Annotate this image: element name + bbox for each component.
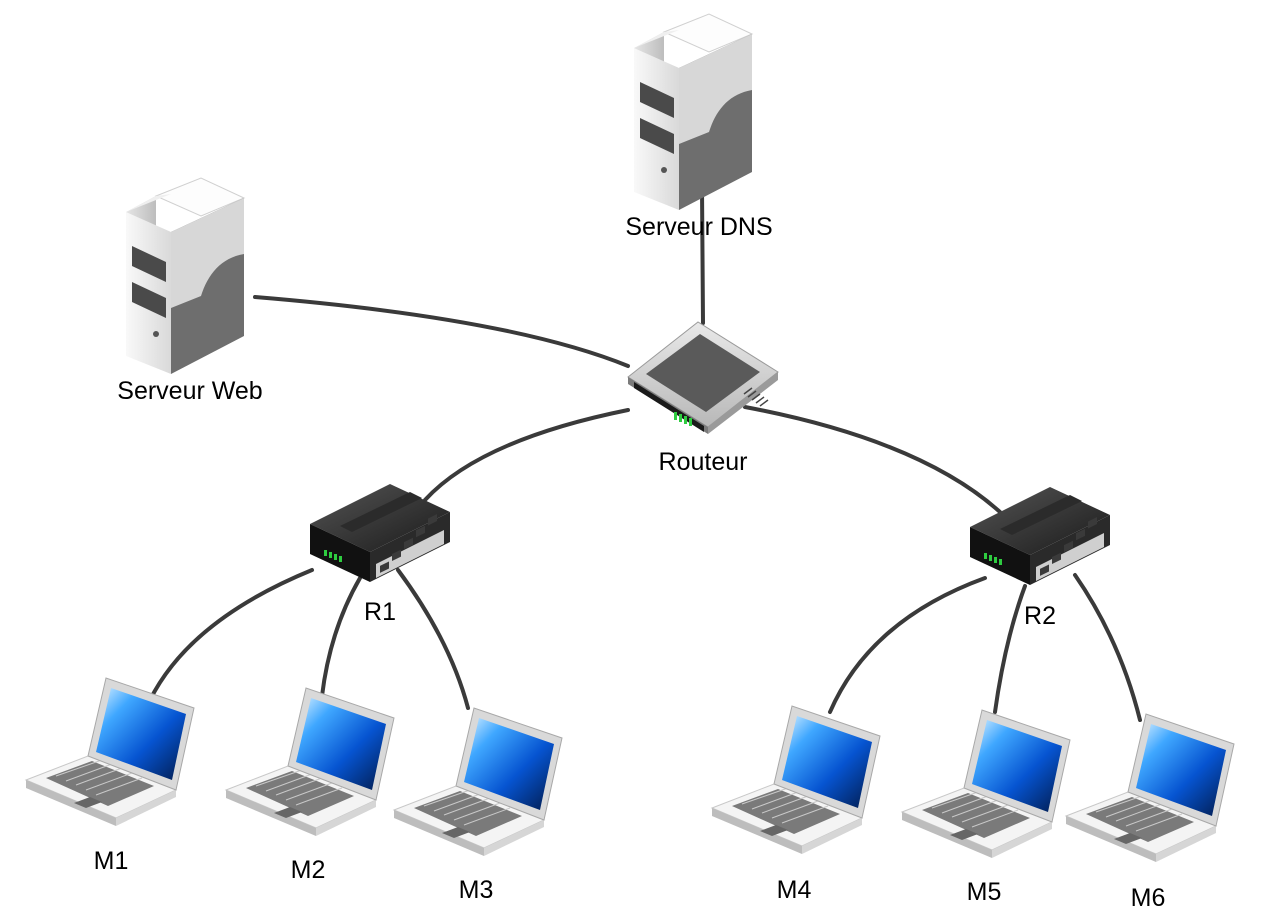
laptop-m5-icon — [901, 709, 1071, 859]
label-router: Routeur — [658, 448, 748, 476]
label-dns-server: Serveur DNS — [625, 213, 773, 241]
link-router-r2 — [743, 405, 1002, 514]
label-m3: M3 — [458, 876, 494, 904]
link-r2-m5 — [993, 584, 1027, 714]
laptop-m4-icon — [711, 705, 881, 855]
link-dns-router — [700, 186, 705, 325]
switch-r1-icon — [310, 484, 450, 582]
link-r1-m1 — [148, 568, 314, 702]
link-web-router — [253, 295, 630, 368]
label-switch-r1: R1 — [364, 598, 396, 626]
laptop-m3-icon — [393, 707, 563, 857]
label-m6: M6 — [1130, 884, 1166, 912]
web-server-icon — [125, 177, 245, 375]
label-web-server: Serveur Web — [117, 377, 263, 405]
label-m1: M1 — [93, 847, 129, 875]
laptop-m1-icon — [25, 677, 195, 827]
laptop-m2-icon — [225, 687, 395, 837]
laptop-m6-icon — [1065, 713, 1235, 863]
link-r2-m6 — [1073, 573, 1142, 722]
label-m2: M2 — [290, 856, 326, 884]
link-r1-m2 — [320, 576, 362, 698]
link-router-r1 — [423, 408, 630, 502]
link-r1-m3 — [396, 568, 470, 710]
label-m5: M5 — [966, 878, 1002, 906]
label-m4: M4 — [776, 876, 812, 904]
links — [148, 186, 1142, 722]
router-icon — [627, 321, 779, 435]
label-switch-r2: R2 — [1024, 602, 1056, 630]
link-r2-m4 — [828, 576, 987, 714]
dns-server-icon — [633, 13, 753, 211]
